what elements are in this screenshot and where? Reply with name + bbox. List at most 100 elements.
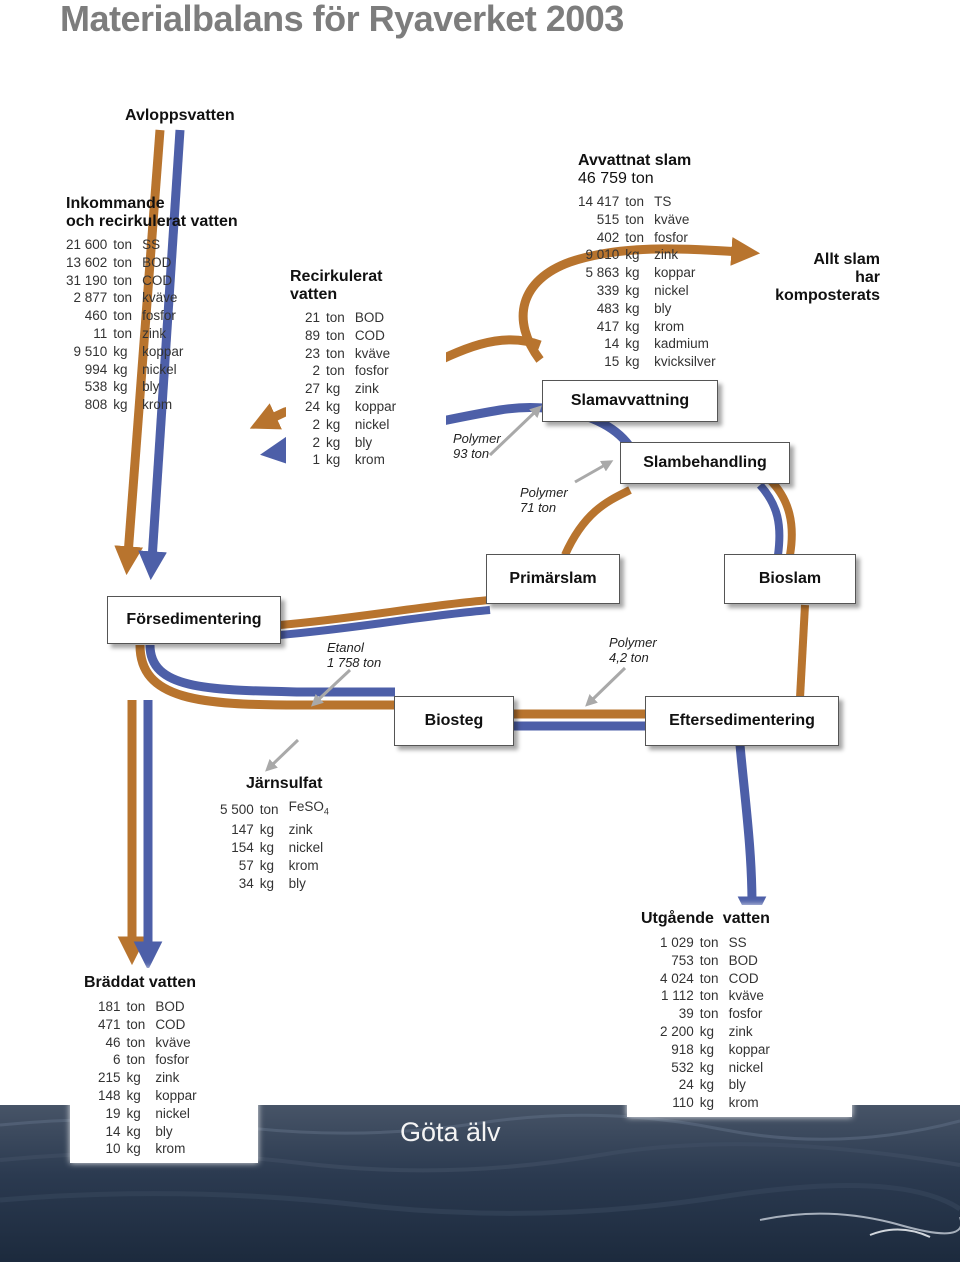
value-cell: 460	[84, 308, 108, 324]
polymer-3-amount: 4,2 ton	[609, 650, 649, 665]
outgoing-panel	[627, 905, 852, 1117]
slamavvattning-box[interactable]: Slamavvattning	[542, 380, 718, 422]
unit-cell: kg	[326, 398, 341, 414]
page-title: Materialbalans för Ryaverket 2003	[60, 0, 624, 39]
value-cell: 34	[238, 875, 254, 891]
unit-cell: kg	[625, 318, 640, 334]
value-cell: 918	[671, 1041, 694, 1057]
value-cell: 2 200	[660, 1023, 694, 1039]
value-cell: 5 863	[585, 265, 620, 281]
value-cell: 753	[671, 952, 694, 968]
value-cell: 538	[84, 379, 108, 395]
unit-cell: kg	[259, 875, 275, 891]
pipe-efter-bioslam	[796, 604, 809, 699]
value-cell: 57	[238, 858, 254, 874]
value-cell: 515	[596, 211, 620, 227]
substance-cell: bly	[142, 379, 160, 395]
substance-cell: kvicksilver	[654, 354, 716, 370]
recirc-title-line1: Recirkulerat	[290, 268, 383, 285]
river-label: Göta älv	[400, 1117, 501, 1147]
unit-cell: ton	[126, 999, 146, 1014]
substance-cell: krom	[142, 397, 173, 413]
substance-cell: zink	[654, 247, 679, 263]
substance-text: FeSO	[288, 799, 324, 814]
unit-cell: ton	[113, 308, 133, 324]
unit-cell: kg	[126, 1141, 141, 1157]
substance-cell: bly	[155, 1123, 173, 1139]
pipe-inflow-brown	[114, 129, 165, 576]
polymer-label-3: Polymer 4,2 ton	[609, 635, 657, 665]
substance-cell: BOD	[728, 952, 758, 968]
bioslam-box[interactable]: Bioslam	[724, 554, 856, 604]
unit-cell: kg	[326, 452, 341, 468]
unit-cell: kg	[126, 1123, 141, 1139]
slambehandling-box[interactable]: Slambehandling	[620, 442, 790, 484]
value-cell: 532	[671, 1059, 694, 1075]
unit-cell: ton	[699, 935, 719, 950]
unit-cell: ton	[259, 801, 279, 817]
value-cell: 10	[105, 1141, 121, 1157]
value-cell: 808	[84, 397, 108, 413]
substance-cell: BOD	[354, 310, 385, 325]
biosteg-box[interactable]: Biosteg	[394, 696, 514, 746]
substance-cell: fosfor	[155, 1052, 190, 1068]
compost-line2: har	[855, 269, 880, 286]
dosing-arrow-polymer-2	[574, 460, 614, 484]
unit-cell: kg	[699, 1059, 715, 1075]
primarslam-box[interactable]: Primärslam	[486, 554, 620, 604]
dosing-arrow-etanol	[310, 668, 352, 707]
substance-cell: kväve	[728, 988, 764, 1004]
unit-cell: kg	[625, 336, 640, 352]
unit-cell: ton	[326, 327, 345, 343]
value-cell: 181	[98, 999, 121, 1014]
value-cell: 471	[98, 1016, 121, 1032]
substance-cell: krom	[354, 452, 385, 468]
unit-cell: ton	[126, 1016, 146, 1032]
forsedimentering-box[interactable]: Försedimentering	[107, 596, 281, 644]
unit-cell: ton	[625, 229, 645, 245]
substance-cell: fosfor	[142, 308, 176, 324]
value-cell: 154	[231, 840, 254, 856]
table-row: 460 ton fosfor	[66, 307, 183, 325]
unit-cell: ton	[699, 952, 719, 968]
value-cell: 15	[604, 354, 620, 370]
value-cell: 1 112	[661, 988, 694, 1004]
polymer-3-name: Polymer	[609, 635, 657, 650]
substance-cell: koppar	[354, 398, 397, 414]
substance-cell: zink	[155, 1070, 180, 1086]
eftersedimentering-box[interactable]: Eftersedimentering	[645, 696, 839, 746]
compost-note: Allt slam har komposterats	[760, 251, 880, 305]
inflow-label: Avloppsvatten	[125, 107, 235, 124]
substance-cell: SS	[142, 237, 161, 252]
unit-cell: ton	[113, 237, 133, 252]
unit-cell: ton	[699, 970, 719, 986]
etanol-name: Etanol	[327, 640, 364, 655]
substance-cell: zink	[142, 325, 167, 341]
